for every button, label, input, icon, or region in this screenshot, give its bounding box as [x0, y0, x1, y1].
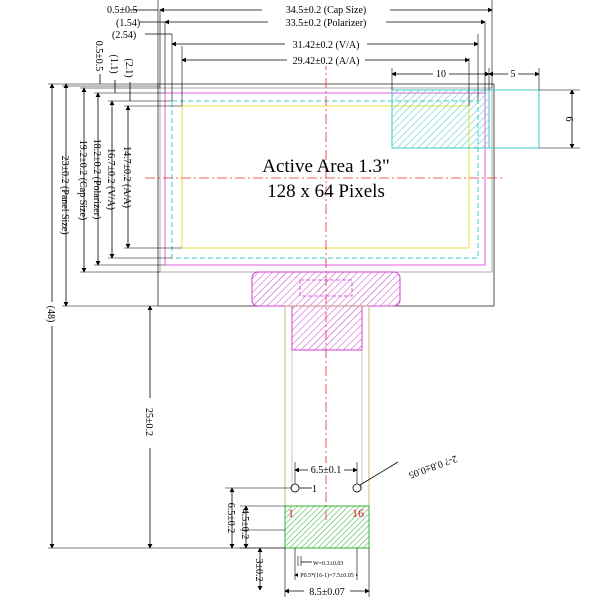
va-width-label: 31.42±0.2 (V/A)	[293, 40, 360, 51]
pixels-label: 128 x 64 Pixels	[267, 181, 385, 202]
fpc-width-label: 8.5±0.07	[309, 587, 345, 598]
ic-tail	[291, 305, 363, 351]
left-dimensions: 14.7±0.2 (A/A) 16.7±0.2 (V/A) 18.2±0.2 (…	[44, 41, 291, 591]
viewing-area-outline	[171, 100, 479, 259]
cap-tol-top-label: 0.5±0.5	[93, 41, 104, 72]
polarizer-outline	[164, 92, 486, 266]
ic-body	[251, 271, 401, 307]
pin-width-label: W=0.3±0.03	[313, 561, 343, 567]
pin-first-label: 1	[288, 506, 294, 520]
dim-4-5-label: 4.5±0.2	[239, 509, 250, 540]
top-dimensions: 34.5±0.2 (Cap Size) 0.5±0.5 33.5±0.2 (Po…	[107, 0, 580, 149]
dim-6-5-h-label: 6.5±0.1	[311, 465, 342, 476]
pin-1-mark-label: 1	[312, 484, 317, 495]
dim-6-label: 6	[563, 117, 574, 122]
driver-ic	[251, 271, 401, 351]
cap-tol-left-label: 0.5±0.5	[107, 5, 138, 16]
va-height-label: 16.7±0.2 (V/A)	[105, 148, 116, 210]
ic-dashed-inner	[299, 279, 353, 297]
cyan-hatched-zone	[391, 89, 490, 149]
dim-3-label: 3±0.2	[253, 559, 264, 582]
aa-width-label: 29.42±0.2 (A/A)	[293, 56, 360, 67]
dim-1-54-label: (1.54)	[116, 18, 140, 29]
fpc-tail: 1 16	[284, 305, 370, 549]
cap-size-label: 34.5±0.2 (Cap Size)	[286, 5, 366, 16]
fpc-length-label: 25±0.2	[143, 408, 154, 436]
dim-1-1-label: (1.1)	[108, 54, 119, 73]
polarizer-height-label: 18.2±0.2 (Polarizer)	[91, 139, 102, 220]
pin-pitch-label: P0.5*(16-1)=7.5±0.05	[300, 572, 354, 579]
dim-2-54-label: (2.54)	[112, 30, 136, 41]
aa-height-label: 14.7±0.2 (A/A)	[121, 146, 132, 208]
dim-6-5-v-label: 6.5±0.2	[225, 503, 236, 534]
dim-10-label: 10	[436, 69, 446, 80]
fpc-contacts	[284, 505, 370, 549]
dim-5-label: 5	[511, 69, 516, 80]
fpc-hole-right	[352, 483, 362, 493]
cap-height-label: 19.2±0.2 (Cap Size)	[77, 140, 88, 220]
active-area-label: Active Area 1.3"	[262, 156, 390, 177]
hole-note-label: 2-? 0.8±0.05	[407, 452, 458, 480]
total-height-label: (48)	[45, 306, 56, 323]
panel-height-label: 23±0.2 (Panel Size)	[59, 155, 70, 234]
polarizer-width-label: 33.5±0.2 (Polarizer)	[286, 18, 367, 29]
dim-2-1-label: (2.1)	[123, 58, 134, 77]
cyan-extension-box	[488, 89, 540, 149]
pin-last-label: 16	[352, 506, 364, 520]
active-area-outline	[181, 105, 470, 249]
